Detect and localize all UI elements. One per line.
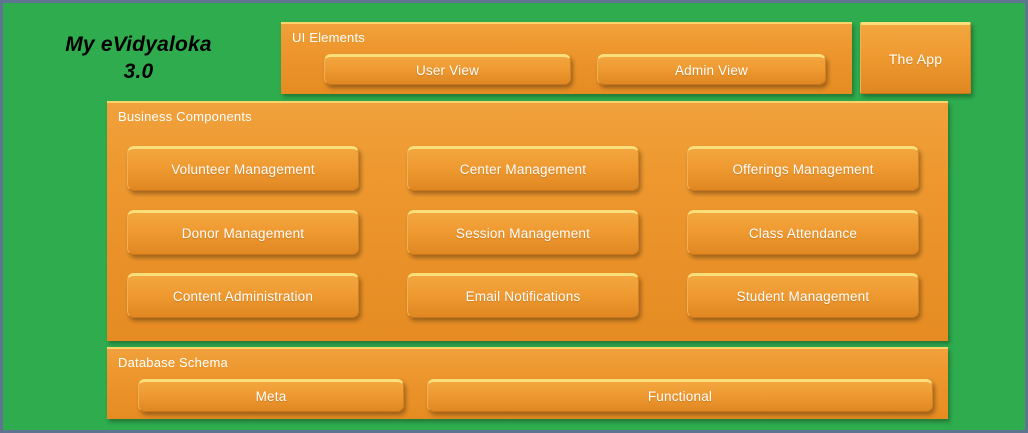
email-notifications-label: Email Notifications xyxy=(465,289,581,304)
offerings-management-label: Offerings Management xyxy=(732,162,874,177)
volunteer-management-label: Volunteer Management xyxy=(171,162,315,177)
functional-button[interactable]: Functional xyxy=(427,379,933,412)
volunteer-management-button[interactable]: Volunteer Management xyxy=(127,146,359,191)
database-schema-panel: Database Schema Meta Functional xyxy=(107,347,948,419)
student-management-button[interactable]: Student Management xyxy=(687,273,919,318)
class-attendance-button[interactable]: Class Attendance xyxy=(687,210,919,255)
email-notifications-button[interactable]: Email Notifications xyxy=(407,273,639,318)
admin-view-button-label: Admin View xyxy=(674,63,749,78)
donor-management-label: Donor Management xyxy=(181,226,305,241)
content-administration-label: Content Administration xyxy=(172,289,314,304)
database-schema-panel-label: Database Schema xyxy=(118,355,228,370)
meta-button-label: Meta xyxy=(255,389,287,404)
content-administration-button[interactable]: Content Administration xyxy=(127,273,359,318)
class-attendance-label: Class Attendance xyxy=(748,226,858,241)
center-management-button[interactable]: Center Management xyxy=(407,146,639,191)
center-management-label: Center Management xyxy=(459,162,587,177)
student-management-label: Student Management xyxy=(736,289,870,304)
page-title: My eVidyaloka 3.0 xyxy=(65,33,212,83)
session-management-label: Session Management xyxy=(455,226,591,241)
admin-view-button[interactable]: Admin View xyxy=(597,54,826,85)
ui-elements-panel: UI Elements User View Admin View xyxy=(281,22,852,94)
functional-button-label: Functional xyxy=(647,389,713,404)
session-management-button[interactable]: Session Management xyxy=(407,210,639,255)
user-view-button-label: User View xyxy=(415,63,480,78)
business-components-panel: Business Components Volunteer Management… xyxy=(107,101,948,341)
the-app-label: The App xyxy=(888,51,943,67)
the-app-box[interactable]: The App xyxy=(860,22,971,94)
ui-elements-panel-label: UI Elements xyxy=(292,30,366,45)
meta-button[interactable]: Meta xyxy=(138,379,404,412)
business-components-panel-label: Business Components xyxy=(118,109,252,124)
offerings-management-button[interactable]: Offerings Management xyxy=(687,146,919,191)
user-view-button[interactable]: User View xyxy=(324,54,571,85)
donor-management-button[interactable]: Donor Management xyxy=(127,210,359,255)
